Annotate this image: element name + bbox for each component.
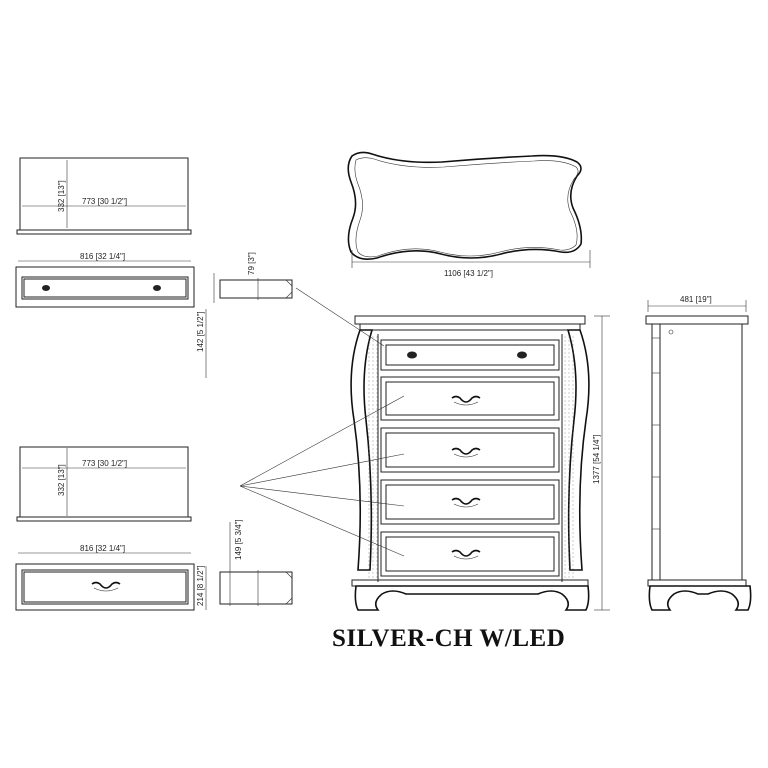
front-drawer-3-handle xyxy=(451,447,481,455)
dim-upper-front-width: 816 [32 1/4"] xyxy=(80,252,125,261)
dim-upper-width: 773 [30 1/2"] xyxy=(82,197,127,206)
leader-lines xyxy=(239,287,405,557)
front-drawer-5-handle xyxy=(451,549,481,557)
upper-drawer-front-view: 816 [32 1/4"] 142 [5 1/2"] xyxy=(15,252,207,378)
front-drawer-4-handle xyxy=(451,497,481,505)
dim-lower-width: 773 [30 1/2"] xyxy=(82,459,127,468)
dim-lower-front-width: 816 [32 1/4"] xyxy=(80,544,125,553)
lower-drawer-top-view: 773 [30 1/2"] 332 [13"] xyxy=(16,446,192,522)
dim-upper-depth: 332 [13"] xyxy=(57,180,66,212)
dim-total-height: 1377 [54 1/4"] xyxy=(592,434,601,484)
upper-drawer-side-view: 79 [3"] xyxy=(213,252,293,303)
front-drawer-2-handle xyxy=(451,395,481,403)
upper-drawer-knob-left xyxy=(42,285,50,291)
front-drawer-1-knob-right xyxy=(517,351,527,359)
upper-drawer-top-view: 332 [13"] 773 [30 1/2"] xyxy=(16,157,192,235)
front-drawer-2 xyxy=(380,376,560,421)
lower-drawer-handle xyxy=(91,581,121,592)
dim-lower-side-height: 149 [5 3/4"] xyxy=(234,519,243,560)
lower-drawer-front-view: 816 [32 1/4"] 214 [8 1/2"] xyxy=(15,544,207,611)
front-drawer-1-knob-left xyxy=(407,351,417,359)
dim-side-depth: 481 [19"] xyxy=(680,295,712,304)
dim-lower-depth: 332 [13"] xyxy=(57,464,66,496)
chest-side-view: 481 [19"] xyxy=(645,295,752,611)
front-drawer-5 xyxy=(380,531,560,577)
dim-lower-front-height: 214 [8 1/2"] xyxy=(196,565,205,606)
chest-top-plan: 1106 [43 1/2"] xyxy=(347,151,591,278)
dim-upper-front-height: 142 [5 1/2"] xyxy=(196,311,205,352)
front-drawer-4 xyxy=(380,479,560,525)
product-title: SILVER-CH W/LED xyxy=(332,625,565,652)
dim-top-width: 1106 [43 1/2"] xyxy=(444,269,493,278)
lower-drawer-side-view: 149 [5 3/4"] xyxy=(219,519,293,606)
front-drawer-1 xyxy=(380,339,560,371)
chest-front-view: 1377 [54 1/4"] xyxy=(350,315,610,611)
upper-drawer-knob-right xyxy=(153,285,161,291)
dim-upper-side-height: 79 [3"] xyxy=(247,252,256,275)
front-drawer-3 xyxy=(380,427,560,473)
